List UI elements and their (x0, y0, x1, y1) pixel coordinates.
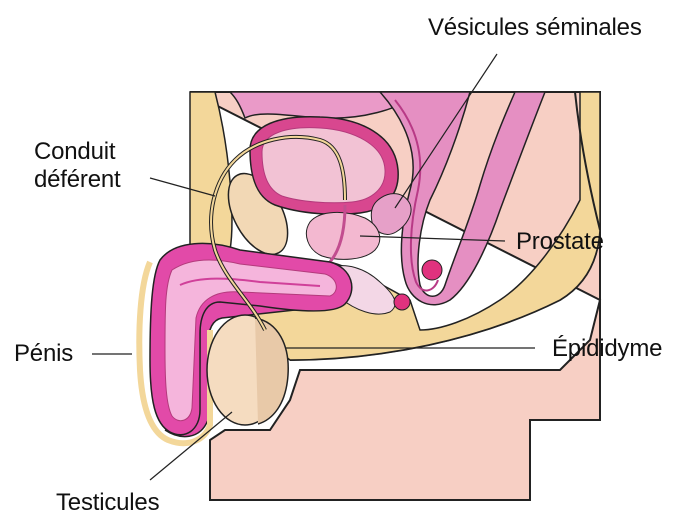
label-testicules: Testicules (56, 489, 159, 517)
label-penis: Pénis (14, 340, 73, 368)
label-epididyme: Épididyme (552, 335, 662, 363)
label-prostate: Prostate (516, 228, 604, 256)
anal-muscle (394, 294, 410, 310)
label-conduit-line1: Conduit (34, 138, 120, 166)
label-conduit-deferent: Conduit déférent (34, 138, 120, 194)
label-conduit-line2: déférent (34, 166, 120, 194)
anal-muscle-2 (422, 260, 442, 280)
label-vesicules-seminales: Vésicules séminales (428, 14, 642, 42)
